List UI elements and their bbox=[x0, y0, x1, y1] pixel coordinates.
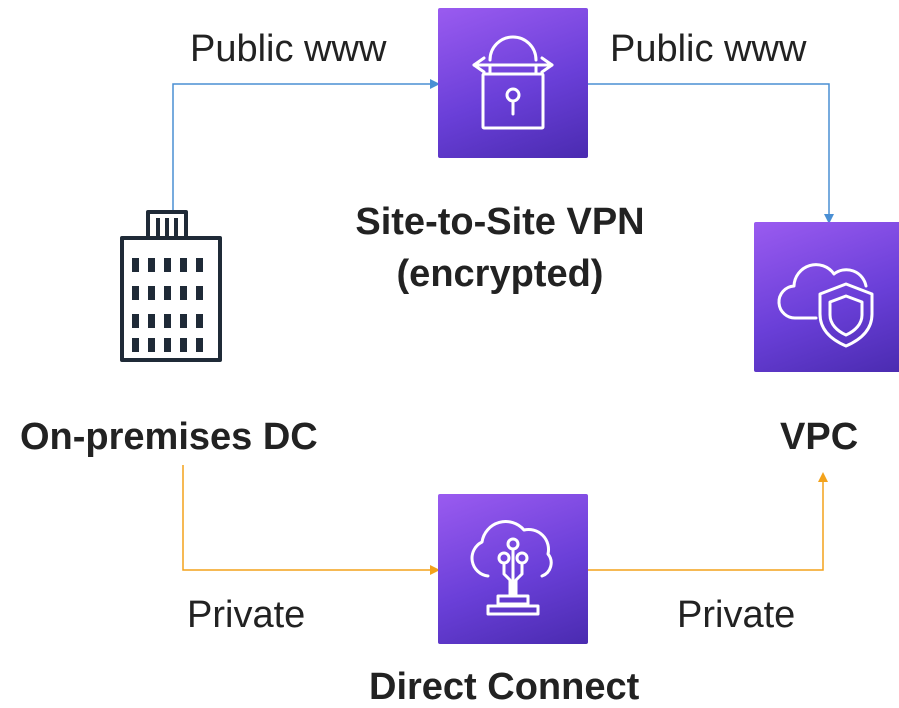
dx-label: Direct Connect bbox=[369, 666, 640, 708]
cloud-shield-icon bbox=[777, 263, 874, 348]
vpn-label-line2: (encrypted) bbox=[396, 253, 604, 295]
edge-label-dx-to-vpc: Private bbox=[677, 594, 796, 636]
edge-label-onprem-to-vpn: Public www bbox=[190, 28, 387, 70]
edge-onprem-to-vpn bbox=[172, 79, 440, 210]
vpn-label-line1: Site-to-Site VPN bbox=[355, 201, 645, 243]
cloud-circuit-icon bbox=[470, 520, 553, 616]
vpn-label: Site-to-Site VPN (encrypted) bbox=[320, 196, 680, 300]
dx-tile bbox=[438, 494, 588, 644]
edge-onprem-to-dx bbox=[182, 465, 440, 575]
edge-label-onprem-to-dx: Private bbox=[187, 594, 306, 636]
vpc-tile bbox=[754, 222, 899, 372]
vpc-label: VPC bbox=[780, 416, 859, 458]
vpn-padlock-icon bbox=[472, 35, 554, 130]
edge-label-vpn-to-vpc: Public www bbox=[610, 28, 807, 70]
vpn-tile bbox=[438, 8, 588, 158]
onprem-label: On-premises DC bbox=[20, 416, 318, 458]
office-building-icon bbox=[120, 210, 222, 362]
edge-dx-to-vpc bbox=[588, 472, 828, 571]
edge-vpn-to-vpc bbox=[588, 83, 834, 224]
